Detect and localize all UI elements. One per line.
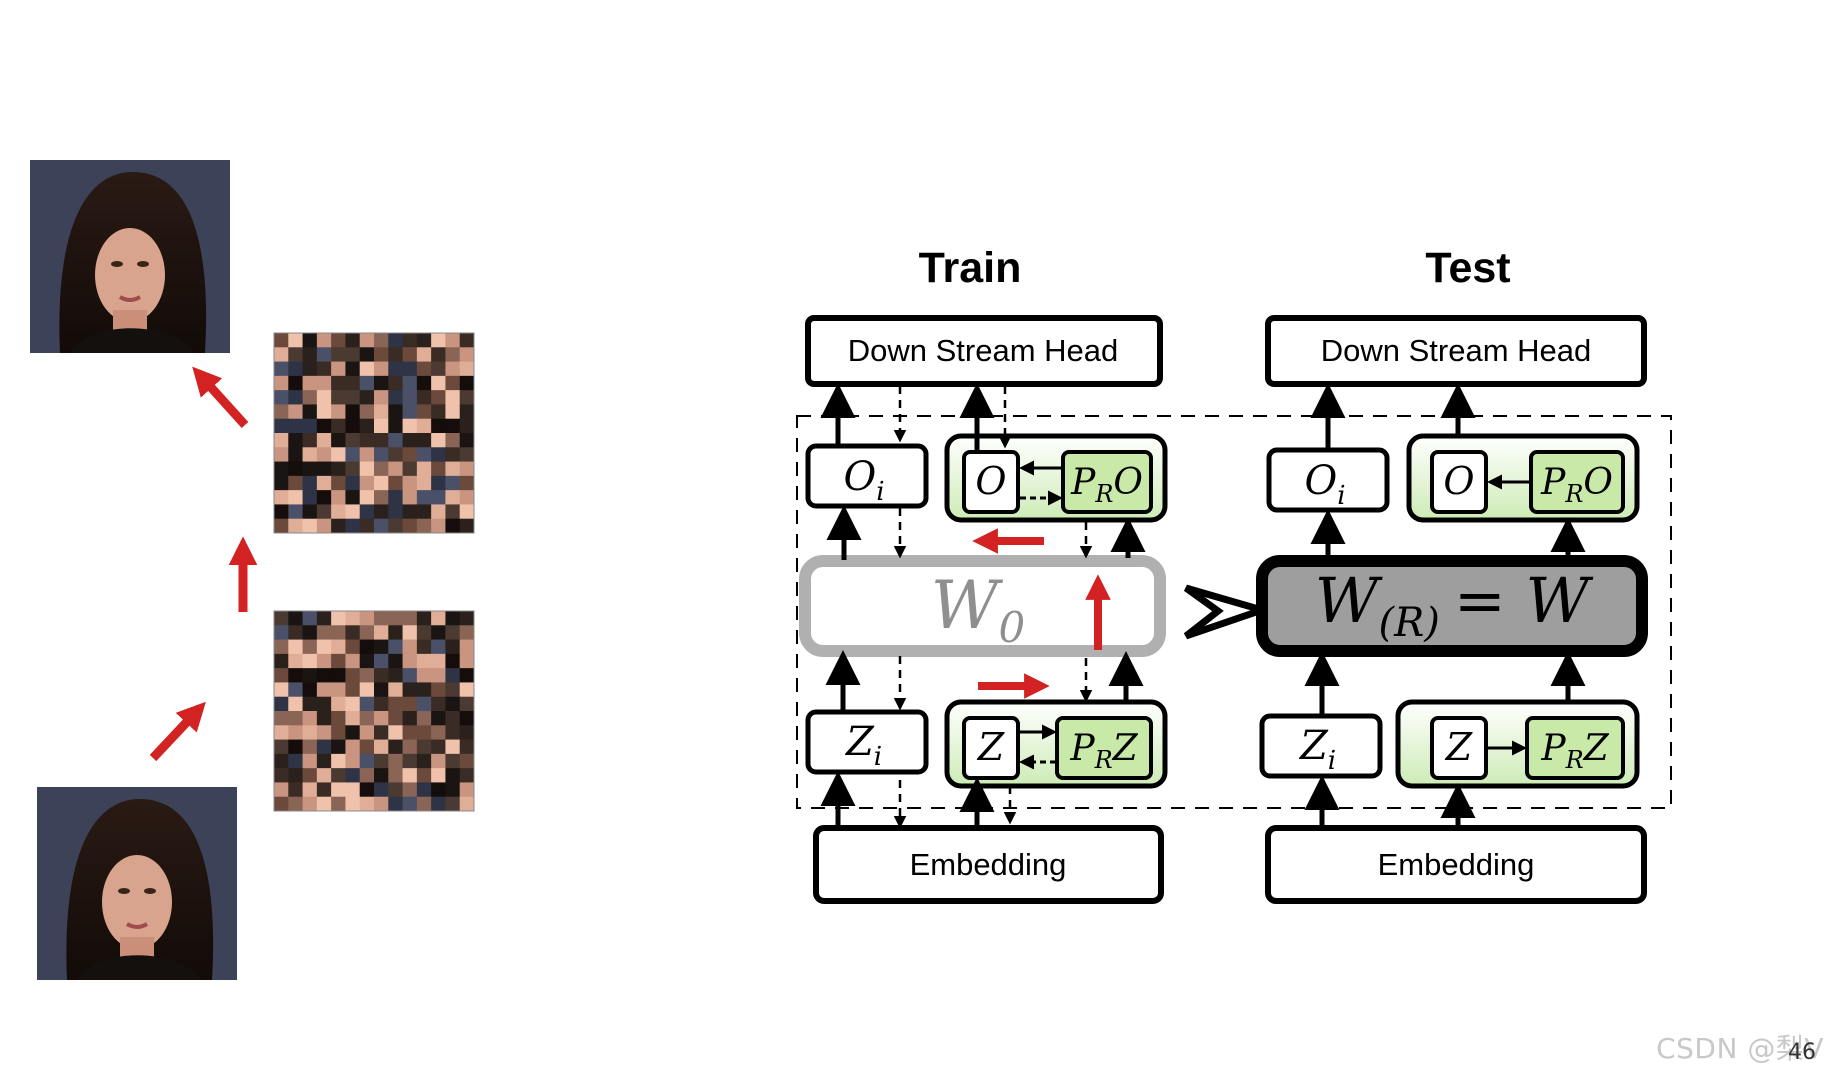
train-title: Train: [919, 244, 1022, 292]
shuffled-patches-bottom: [273, 610, 475, 812]
test-z-label: Z: [1445, 725, 1473, 769]
portrait-original-top: [30, 160, 230, 353]
test-title: Test: [1425, 244, 1510, 292]
train-zi-box: [805, 709, 929, 775]
test-w-merged-label: W(R)= W: [1315, 564, 1594, 646]
train-pro-box: [1061, 450, 1153, 514]
train-oi-box: [805, 443, 929, 509]
portrait-original-bottom: [37, 787, 237, 980]
train-flow-arrows: [820, 383, 1146, 829]
test-flow-arrows: [1304, 383, 1586, 828]
test-o-box: [1430, 450, 1488, 514]
test-w-merged-box: [1256, 555, 1648, 657]
train-z-label: Z: [977, 725, 1005, 769]
train-oi-label: Oi: [843, 454, 884, 507]
csdn-watermark: CSDN @梨V: [1656, 1032, 1824, 1065]
adapter-region-dashed: [796, 415, 1672, 809]
page-number: 46: [1788, 1040, 1816, 1065]
test-prz-label: PRZ: [1540, 728, 1609, 774]
train-downstream-head-label: Down Stream Head: [848, 333, 1119, 368]
test-downstream-head-label: Down Stream Head: [1321, 333, 1592, 368]
test-o-label: O: [1443, 459, 1474, 503]
red-arrow-up-left: [192, 366, 249, 429]
test-oi-label: Oi: [1304, 458, 1345, 511]
test-embedding-label: Embedding: [1378, 847, 1535, 882]
train-embedding-label: Embedding: [910, 847, 1067, 882]
test-z-box: [1430, 716, 1488, 780]
train-o-label: O: [975, 459, 1006, 503]
train-o-box: [962, 450, 1020, 514]
train-pro-label: PRO: [1070, 462, 1143, 508]
merge-chevron-icon: [1183, 584, 1274, 640]
test-zi-label: Zi: [1298, 723, 1336, 776]
train-w0-label: W0: [931, 567, 1026, 652]
train-embedding-box: [813, 825, 1164, 904]
train-prz-box: [1055, 716, 1153, 780]
test-pro-label: PRO: [1540, 462, 1613, 508]
train-zi-label: Zi: [844, 719, 882, 772]
train-w0-box: [799, 555, 1166, 657]
train-prz-label: PRZ: [1069, 728, 1138, 774]
test-prz-box: [1525, 716, 1625, 780]
red-arrow-up-right: [149, 701, 206, 762]
test-pro-box: [1529, 450, 1625, 514]
shuffled-patches-top: [273, 332, 475, 534]
